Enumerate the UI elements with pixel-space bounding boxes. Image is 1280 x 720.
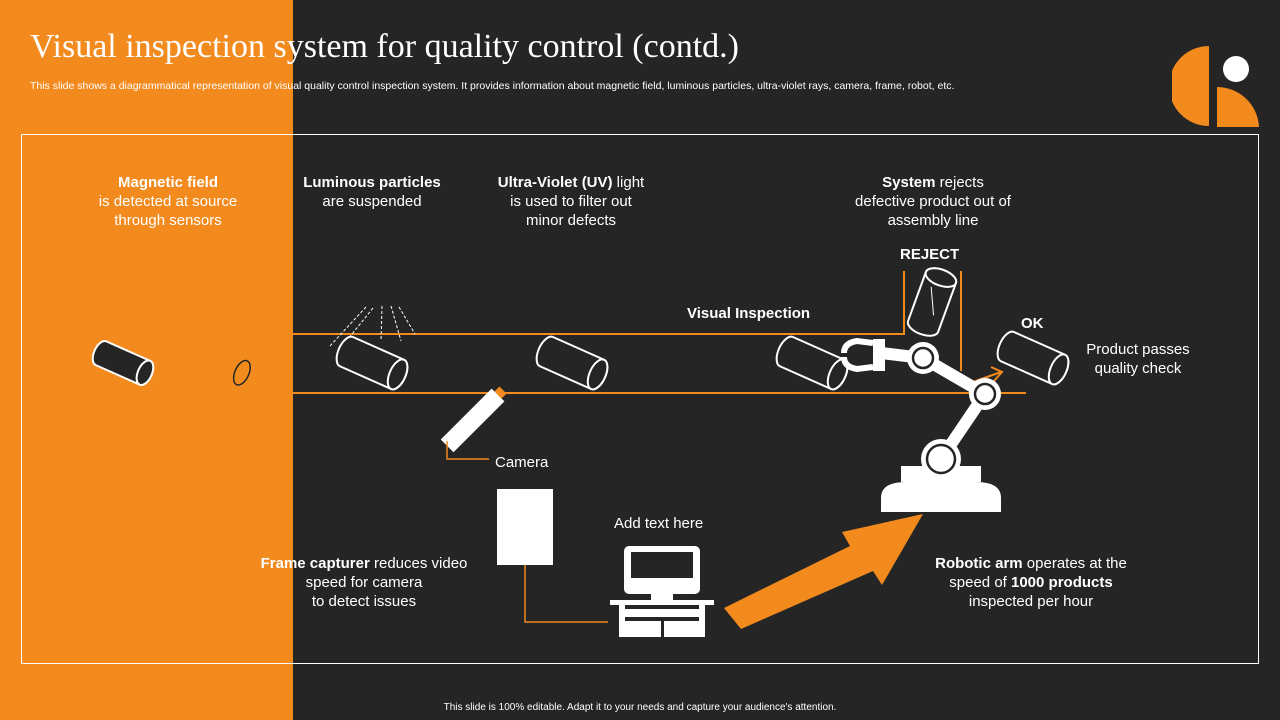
footer-note: This slide is 100% editable. Adapt it to… [443,702,837,713]
computer-workstation-icon [610,546,714,637]
inspection-diagram [87,243,1070,637]
camera-connector-line [446,441,489,460]
page-subtitle: This slide shows a diagrammatical repres… [30,80,955,92]
product-cylinder-3-icon [535,335,609,391]
luminous-rays-icon [328,305,416,348]
product-cylinder-ok-icon [996,330,1070,386]
product-cylinder-rejected-icon [906,267,958,337]
robotic-arm-icon [841,337,1001,512]
frame-capturer-icon [497,489,553,565]
magnetic-field-arrows-icon [166,243,239,331]
robotic-arm-label: Robotic arm operates at the speed of 100… [935,555,1127,610]
product-cylinder-4-icon [775,335,849,391]
camera-icon [440,386,507,453]
diagram-panel: Magnetic field is detected at source thr… [21,134,1259,664]
uv-light-label: Ultra-Violet (UV) light is used to filte… [497,174,645,229]
reject-label: REJECT [900,246,960,263]
add-text-label: Add text here [614,515,704,532]
product-passes-label: Product passes quality check [1086,341,1190,377]
camera-label: Camera [495,454,549,471]
big-orange-arrow-icon [724,514,923,629]
product-cylinder-magnetized-icon [188,340,252,386]
conveyor-belt [87,271,1026,394]
magnetic-field-label: Magnetic field is detected at source thr… [98,174,238,229]
frame-connector-line [524,565,608,623]
system-rejects-label: System rejects defective product out of … [855,174,1011,229]
company-logo-icon [1172,46,1259,127]
product-cylinder-1-icon [91,340,155,386]
luminous-particles-label: Luminous particles are suspended [303,174,441,210]
product-cylinder-2-icon [335,335,409,391]
visual-inspection-label: Visual Inspection [687,305,811,322]
page-title: Visual inspection system for quality con… [30,28,739,65]
frame-capturer-label: Frame capturer reduces video speed for c… [260,555,468,610]
ok-label: OK [1021,315,1044,332]
